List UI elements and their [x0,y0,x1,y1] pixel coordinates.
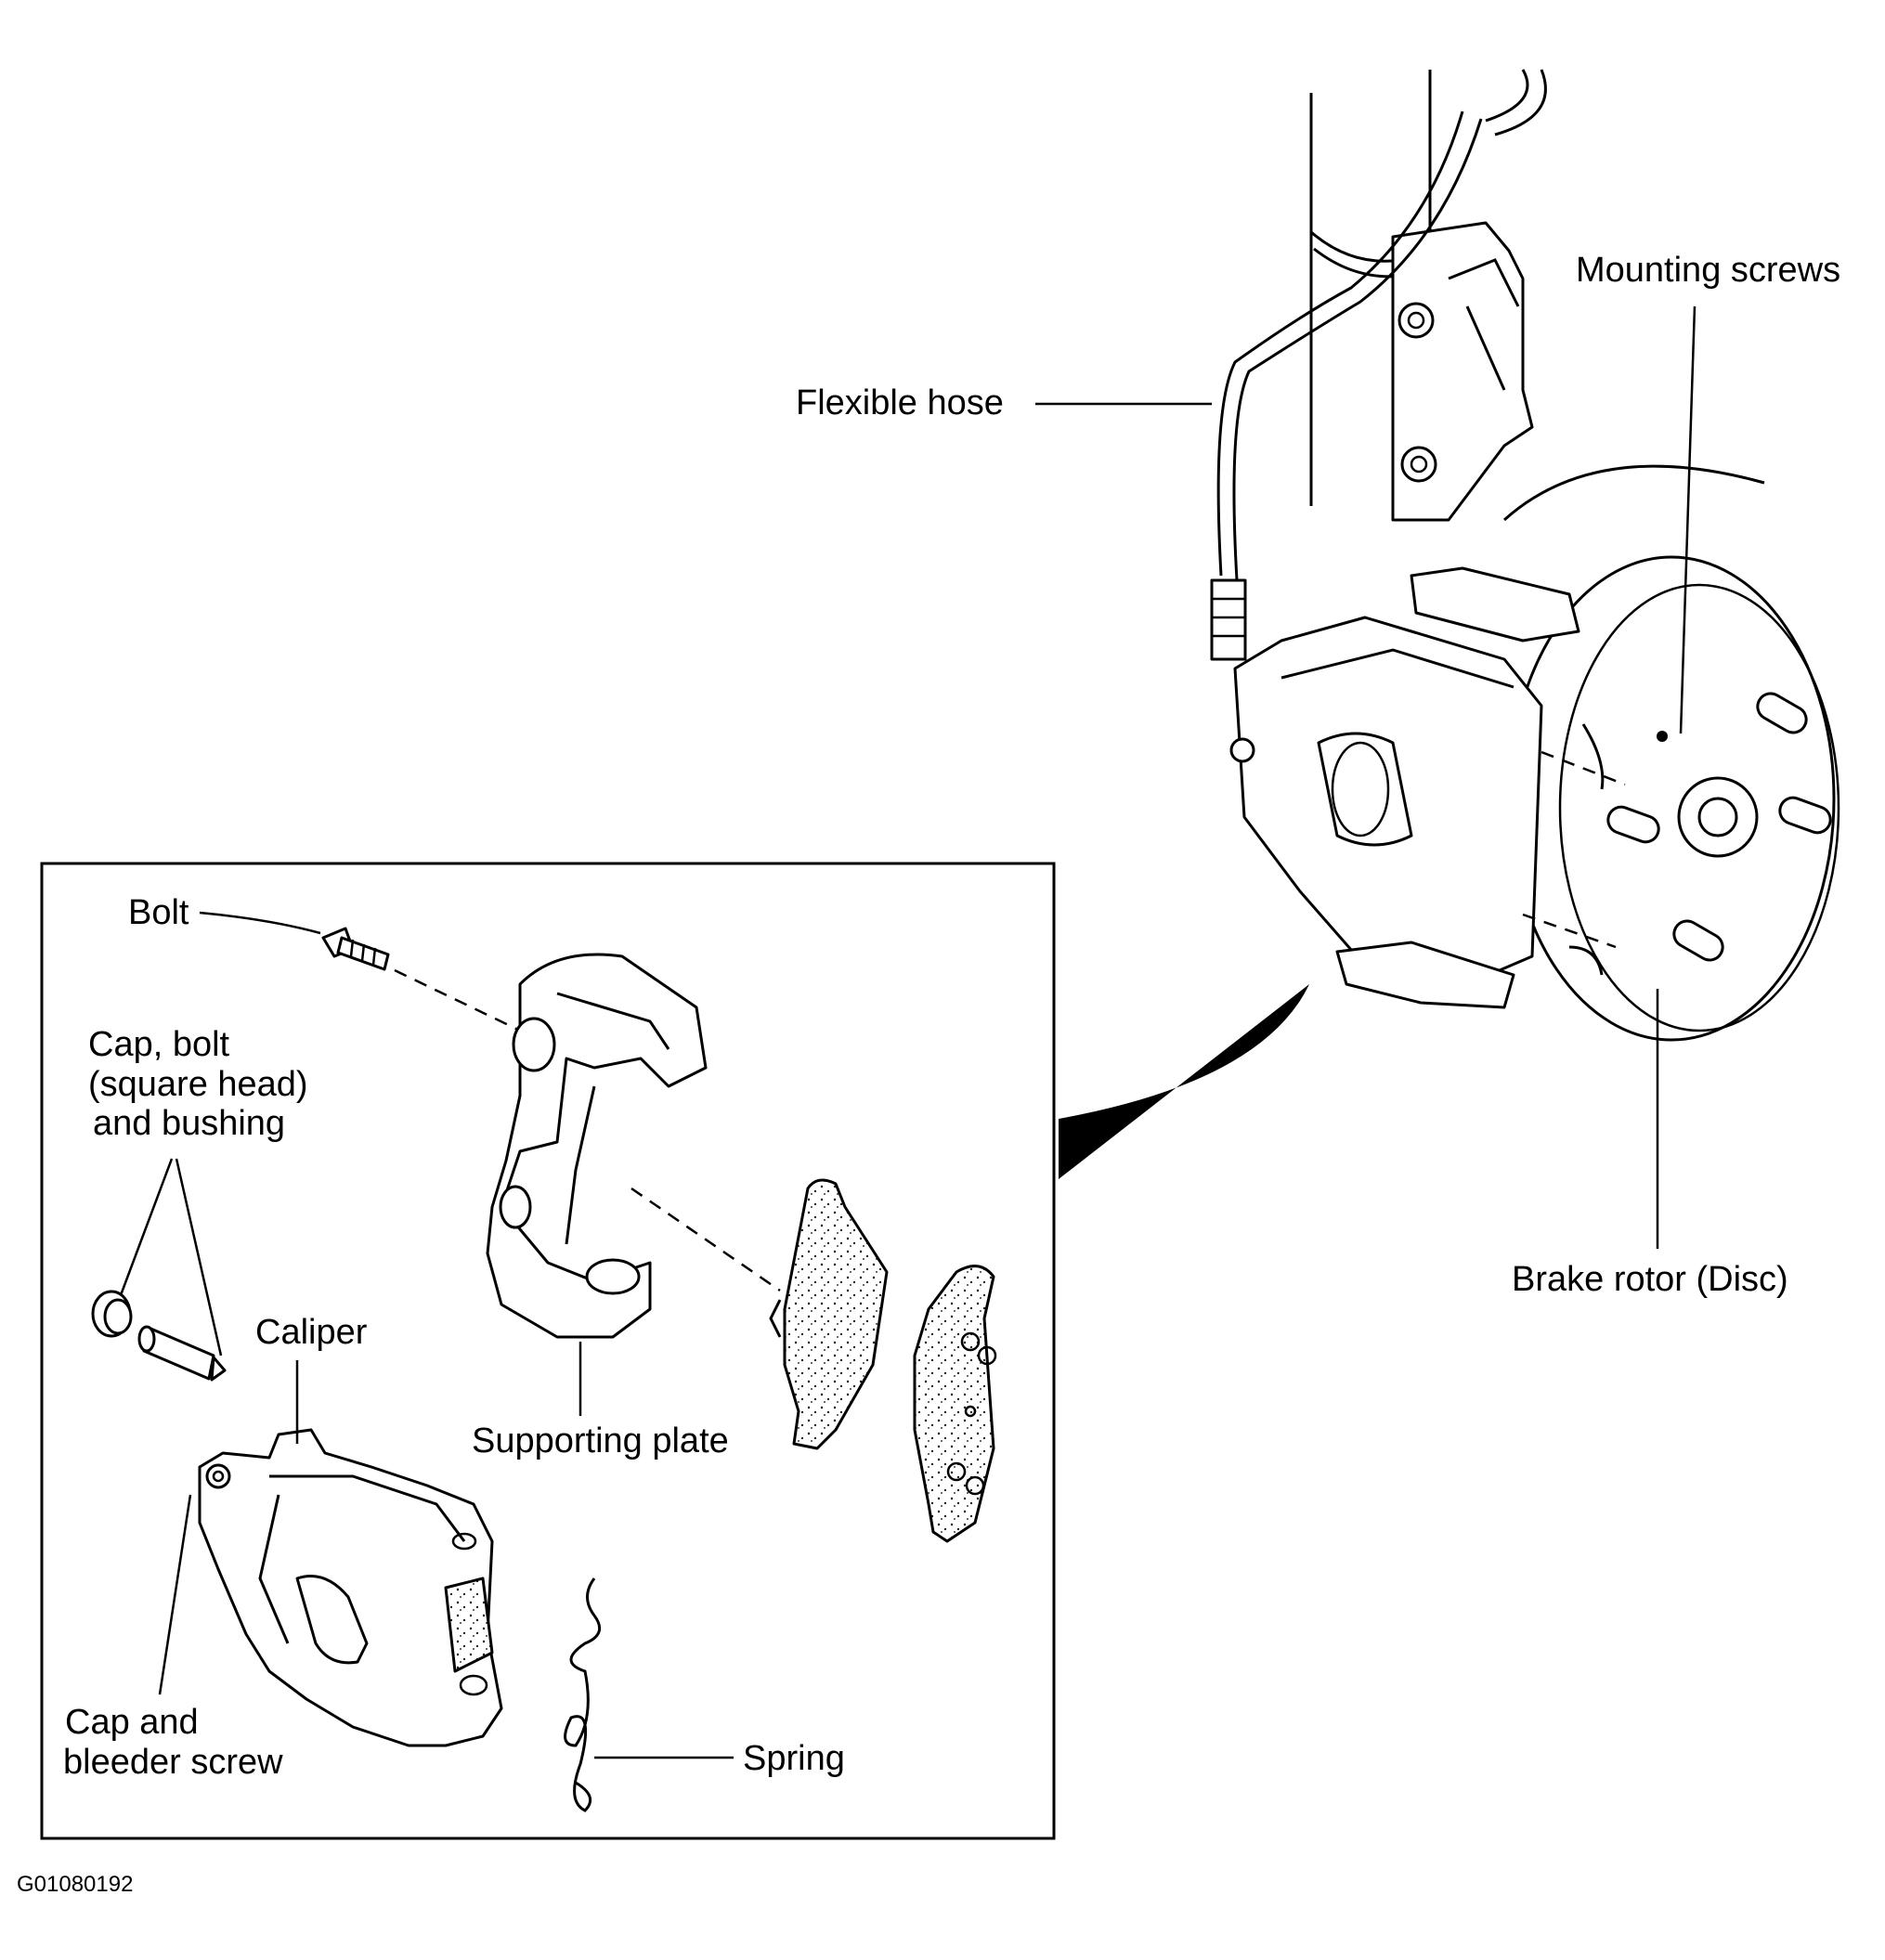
label-mounting-screws: Mounting screws [1576,251,1840,290]
brake-pad-inner [783,1178,889,1450]
detail-inset-frame [40,862,1056,1840]
cap-bolt-bushing-parts [91,1290,227,1382]
leader-bolt [199,911,321,935]
strut-and-knuckle-drawing [1210,69,1840,1042]
leader-cap-bolt-b [175,1158,223,1356]
detail-callout-wedge [1059,984,1309,1179]
leader-cap-bleeder [158,1494,192,1695]
label-cap-bolt-line2: (square head) [88,1065,308,1104]
label-flexible-hose: Flexible hose [796,383,1004,422]
label-cap-bolt-line3: and bushing [93,1104,285,1143]
label-brake-rotor: Brake rotor (Disc) [1512,1260,1788,1299]
bolt-part [321,927,390,971]
spring-part [564,1577,602,1812]
label-cap-bleeder-line2: bleeder screw [63,1743,283,1782]
label-cap-bolt-line1: Cap, bolt [88,1025,230,1064]
caliper-part [198,1428,503,1747]
brake-pad-outer [913,1265,997,1543]
label-bolt: Bolt [128,893,189,932]
label-supporting-plate: Supporting plate [472,1421,729,1460]
label-spring: Spring [743,1739,845,1778]
leader-cap-bolt-a [119,1158,174,1296]
label-caliper: Caliper [255,1313,368,1352]
supporting-plate-part [486,953,708,1339]
figure-id: G01080192 [17,1872,133,1897]
leader-mounting-screws [1679,305,1696,734]
label-cap-bleeder-line1: Cap and [65,1703,199,1742]
